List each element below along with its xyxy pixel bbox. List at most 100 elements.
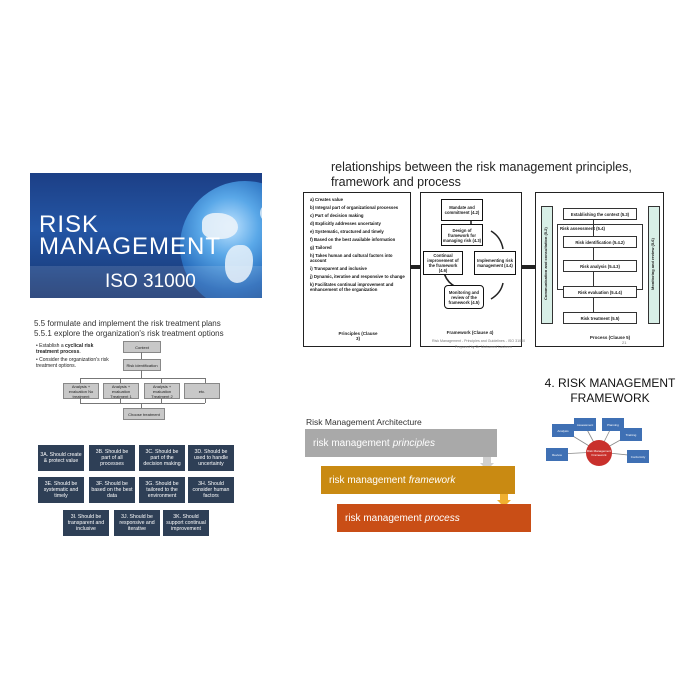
architecture-arrow xyxy=(497,500,511,507)
framework-node: Analysis xyxy=(552,424,574,437)
principles-list: a) Creates value b) Integral part of org… xyxy=(304,193,410,292)
flow-connector xyxy=(141,403,142,408)
framework-monitoring: Monitoring and review of the framework (… xyxy=(444,285,484,309)
principle-item: c) Part of decision making xyxy=(310,213,364,218)
treatment-bullet-1: • Establish a cyclical risk treatment pr… xyxy=(36,343,94,355)
connector-arrow xyxy=(410,265,420,269)
flow-treatment-2: Analysis + evaluation Treatment 2 xyxy=(144,383,180,399)
architecture-framework-bar: risk management framework xyxy=(321,466,515,494)
bullet-text: Establish a xyxy=(39,343,65,349)
bullet-text: . xyxy=(79,349,81,355)
principle-item: d) Explicitly addresses uncertainty xyxy=(310,221,381,226)
flow-treatment-none: Analysis + evaluation No treatment xyxy=(63,383,99,399)
process-identification: Risk identification (5.4.2) xyxy=(563,236,637,248)
framework-node: Conformity xyxy=(627,450,649,463)
principle-item: e) Systematic, structured and timely xyxy=(310,229,384,234)
flow-context: Context xyxy=(123,341,161,353)
principle-box: 3I. Should be transparent and inclusive xyxy=(63,510,109,536)
monitoring-bar xyxy=(648,206,660,324)
monitoring-label: Monitoring and review (5.6) xyxy=(650,238,655,290)
process-connector xyxy=(593,271,594,286)
arch-emphasis: framework xyxy=(408,474,456,486)
principle-box: 3H. Should consider human factors xyxy=(188,477,234,503)
architecture-process-bar: risk management process xyxy=(337,504,531,532)
flow-choose-treatment: Choose treatment xyxy=(123,408,165,420)
principle-box: 3A. Should create & protect value xyxy=(38,445,84,471)
bullet-text: Consider the organization's risk treatme… xyxy=(36,357,109,369)
arch-text: risk management xyxy=(329,474,406,486)
process-connector xyxy=(593,247,594,260)
architecture-arrow-stem xyxy=(483,457,491,463)
principles-label: Principles (Clause 3) xyxy=(338,331,378,341)
flow-connector xyxy=(80,403,205,404)
iso-banner: RISK MANAGEMENT ISO 31000 xyxy=(30,173,262,298)
principle-item: k) Facilitates continual improvement and… xyxy=(310,282,394,292)
flow-connector xyxy=(161,378,162,383)
principle-box: 3K. Should support continual improvement xyxy=(163,510,209,536)
flow-identification: Risk identification xyxy=(123,359,161,371)
framework-implementing: Implementing risk management (4.4) xyxy=(474,251,516,275)
architecture-principles-bar: risk management principles xyxy=(305,429,497,457)
process-evaluation: Risk evaluation (5.4.4) xyxy=(563,286,637,298)
communication-bar xyxy=(541,206,553,324)
flow-connector xyxy=(80,378,81,383)
framework-label: Framework (Clause 4) xyxy=(446,330,494,335)
flow-treatment-1: Analysis + evaluation Treatment 1 xyxy=(103,383,139,399)
relationships-title: relationships between the risk managemen… xyxy=(331,160,632,189)
architecture-title: Risk Management Architecture xyxy=(306,417,422,427)
flow-connector xyxy=(161,398,162,403)
process-label: Process (Clause 5) xyxy=(589,335,631,340)
flow-connector xyxy=(80,398,81,403)
framework-design: Design of framework for managing risk (4… xyxy=(441,224,483,246)
principle-item: f) Based on the best available informati… xyxy=(310,237,396,242)
principle-box: 3D. Should be used to handle uncertainty xyxy=(188,445,234,471)
flow-connector xyxy=(205,398,206,403)
framework-node: Planning xyxy=(602,418,624,431)
flow-treatment-etc: etc. xyxy=(184,383,220,399)
process-connector xyxy=(593,297,594,312)
framework-title: 4. RISK MANAGEMENT FRAMEWORK xyxy=(520,376,700,406)
bullet-bold: cyclical risk treatment process xyxy=(36,343,94,355)
principle-item: i) Transparent and inclusive xyxy=(310,266,367,271)
globe-land xyxy=(202,213,238,239)
principle-box: 3F. Should be based on the best data xyxy=(89,477,135,503)
principle-box: 3G. Should be tailored to the environmen… xyxy=(139,477,185,503)
treatment-heading-2: 5.5.1 explore the organization's risk tr… xyxy=(34,329,224,338)
slide-footer-author: Prepared by Dr. Mohamed Lasheen xyxy=(455,345,512,349)
globe-land xyxy=(260,203,262,223)
treatment-bullet-2: • Consider the organization's risk treat… xyxy=(36,357,109,369)
arch-emphasis: principles xyxy=(392,437,435,449)
process-treatment: Risk treatment (5.5) xyxy=(563,312,637,324)
banner-risk: RISK xyxy=(39,211,100,238)
principle-item: j) Dynamic, iterative and responsive to … xyxy=(310,274,405,279)
process-context: Establishing the context (5.3) xyxy=(563,208,637,220)
arch-emphasis: process xyxy=(424,512,460,524)
slide-page-number: 21 xyxy=(622,340,627,345)
principle-box: 3C. Should be part of the decision makin… xyxy=(139,445,185,471)
principles-frame: a) Creates value b) Integral part of org… xyxy=(303,192,411,347)
architecture-arrow-stem xyxy=(500,494,508,500)
framework-node: Training xyxy=(620,428,642,441)
framework-mandate: Mandate and commitment (4.2) xyxy=(441,199,483,221)
banner-management: MANAGEMENT xyxy=(39,233,222,260)
arch-text: risk management xyxy=(345,512,422,524)
banner-iso: ISO 31000 xyxy=(105,271,196,292)
flow-connector xyxy=(80,378,205,379)
principle-item: h) Takes human and cultural factors into… xyxy=(310,253,393,263)
framework-node: Assessment xyxy=(574,418,596,431)
framework-node: Review xyxy=(546,448,568,461)
principle-item: b) Integral part of organizational proce… xyxy=(310,205,399,210)
framework-title-line1: 4. RISK MANAGEMENT xyxy=(544,376,676,390)
principle-box: 3E. Should be systematic and timely xyxy=(38,477,84,503)
assessment-group xyxy=(557,224,643,290)
flow-connector xyxy=(120,378,121,383)
process-analysis: Risk analysis (5.4.3) xyxy=(563,260,637,272)
banner-shelf xyxy=(30,266,262,298)
framework-center-node: Risk Management Framework xyxy=(586,440,612,466)
principle-box: 3J. Should be responsive and iterative xyxy=(114,510,160,536)
framework-title-line2: FRAMEWORK xyxy=(570,391,650,405)
arch-text: risk management xyxy=(313,437,390,449)
principle-box: 3B. Should be part of all processes xyxy=(89,445,135,471)
framework-continual: Continual improvement of the framework (… xyxy=(423,251,463,275)
flow-connector xyxy=(120,398,121,403)
